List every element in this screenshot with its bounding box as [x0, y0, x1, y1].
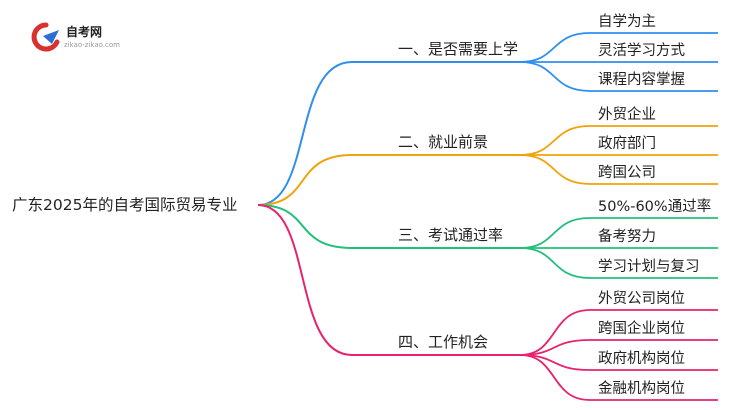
leaf-connector [519, 154, 591, 185]
leaf-label: 政府部门 [598, 135, 656, 152]
root-topic: 广东2025年的自考国际贸易专业 [12, 196, 237, 214]
leaf-connector [519, 125, 591, 156]
leaf-label: 灵活学习方式 [598, 42, 685, 59]
branch-label: 一、是否需要上学 [398, 40, 518, 58]
site-logo[interactable]: 自考网 zikao-zikao.com [30, 22, 140, 52]
branch-label: 二、就业前景 [398, 133, 488, 151]
mindmap-edges [257, 32, 718, 401]
logo-url: zikao-zikao.com [64, 41, 120, 49]
leaf-connector [519, 61, 591, 92]
leaf-connector [519, 32, 591, 63]
leaf-label: 课程内容掌握 [598, 71, 685, 88]
leaf-label: 50%-60%通过率 [598, 198, 711, 215]
branch-label: 三、考试通过率 [398, 226, 503, 244]
branch-connector [257, 154, 353, 206]
leaf-label: 自学为主 [598, 13, 656, 30]
leaf-connector [519, 247, 591, 279]
branch-connector [257, 204, 353, 249]
leaf-label: 外贸公司岗位 [598, 290, 685, 307]
leaf-label: 跨国公司 [598, 164, 656, 181]
leaf-label: 学习计划与复习 [598, 257, 700, 275]
leaf-label: 外贸企业 [598, 105, 656, 123]
leaf-label: 政府机构岗位 [598, 350, 685, 367]
mindmap-labels: 广东2025年的自考国际贸易专业 一、是否需要上学 自学为主灵活学习方式课程内容掌握… [12, 13, 711, 397]
leaf-connector [519, 309, 591, 356]
branch-connector [257, 204, 353, 356]
branch-connector [257, 61, 353, 206]
branch-label: 四、工作机会 [398, 333, 488, 351]
leaf-connector [519, 354, 591, 401]
leaf-connector [519, 217, 591, 249]
leaf-label: 跨国企业岗位 [598, 319, 685, 337]
leaf-label: 金融机构岗位 [598, 380, 685, 397]
leaf-label: 备考努力 [598, 228, 656, 245]
logo-mark-icon [31, 22, 60, 52]
logo-name: 自考网 [66, 25, 103, 39]
